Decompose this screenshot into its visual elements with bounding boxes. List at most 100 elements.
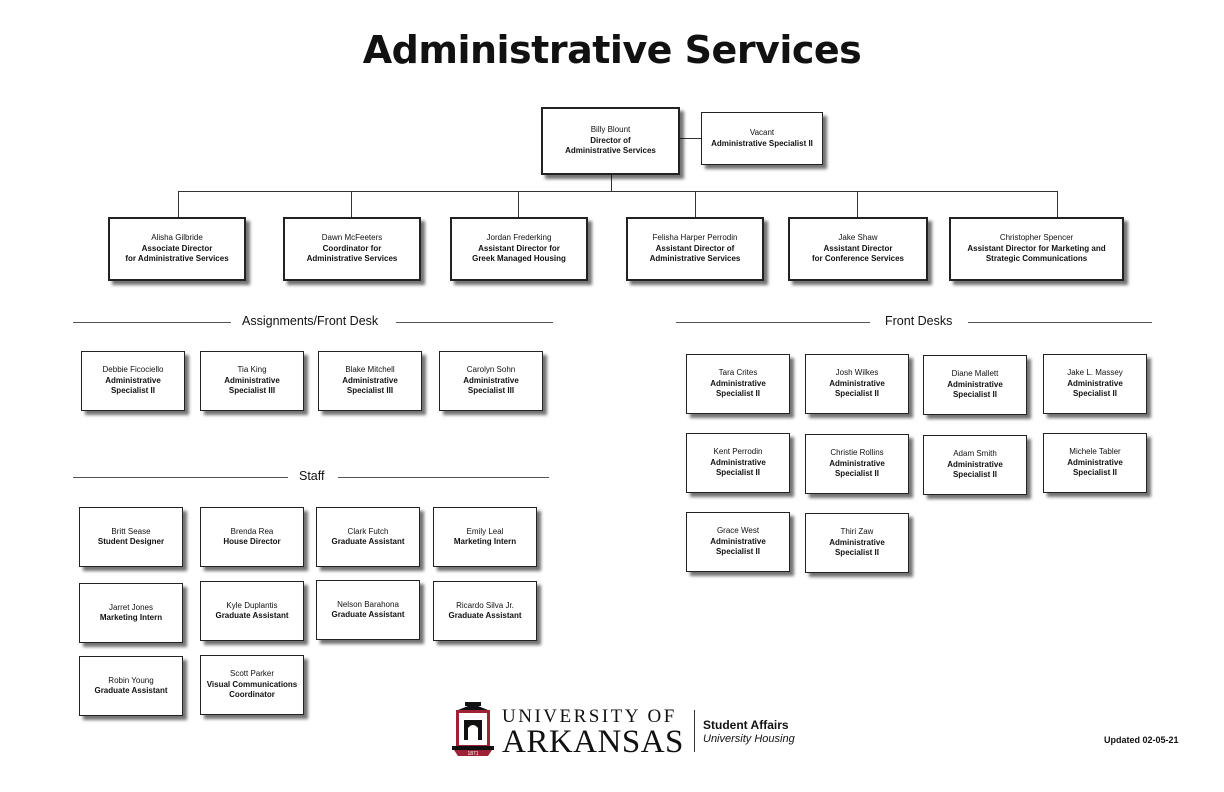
person-name: Diane Mallett <box>951 369 999 379</box>
person-box: Emily Leal Marketing Intern <box>433 507 537 567</box>
person-box: Nelson Barahona Graduate Assistant <box>316 580 420 640</box>
report-box: Felisha Harper Perrodin Assistant Direct… <box>626 217 764 281</box>
person-name: Michele Tabler <box>1069 447 1121 457</box>
section-label: Front Desks <box>885 314 953 328</box>
connector-drop <box>518 191 519 217</box>
person-box: Jarret Jones Marketing Intern <box>79 583 183 643</box>
person-box: Thiri Zaw Administrative Specialist II <box>805 513 909 573</box>
university-line1: UNIVERSITY OF <box>502 706 677 727</box>
person-name: Kyle Duplantis <box>226 600 278 610</box>
connector-drop <box>178 191 179 217</box>
person-box: Diane Mallett Administrative Specialist … <box>923 355 1027 415</box>
department-label: University Housing <box>703 733 795 745</box>
person-name: Vacant <box>749 128 775 137</box>
section-label: Staff <box>299 469 325 483</box>
person-name: Emily Leal <box>466 526 504 536</box>
connector-director-assistant <box>679 138 701 139</box>
person-title: Graduate Assistant <box>94 686 168 695</box>
person-title: Administrative Specialist II <box>105 375 161 396</box>
person-box: Adam Smith Administrative Specialist II <box>923 435 1027 495</box>
person-box: Carolyn Sohn Administrative Specialist I… <box>439 351 543 411</box>
report-box: Jordan Frederking Assistant Director for… <box>450 217 588 281</box>
person-title: Administrative Specialist II <box>1067 378 1123 399</box>
person-title: Graduate Assistant <box>331 610 405 619</box>
person-title: Administrative Specialist II <box>947 459 1003 480</box>
person-box: Britt Sease Student Designer <box>79 507 183 567</box>
report-box: Dawn McFeeters Coordinator for Administr… <box>283 217 421 281</box>
person-name: Britt Sease <box>111 526 151 536</box>
connector-drop <box>857 191 858 217</box>
connector-drop <box>1057 191 1058 217</box>
connector-director-trunk <box>611 174 612 191</box>
report-box: Jake Shaw Assistant Director for Confere… <box>788 217 928 281</box>
person-box: Scott Parker Visual Communications Coord… <box>200 655 304 715</box>
person-box: Josh Wilkes Administrative Specialist II <box>805 354 909 414</box>
person-box: Jake L. Massey Administrative Specialist… <box>1043 354 1147 414</box>
report-box: Christopher Spencer Assistant Director f… <box>949 217 1124 281</box>
person-box: Brenda Rea House Director <box>200 507 304 567</box>
person-title: Administrative Specialist II <box>710 378 766 399</box>
person-name: Tia King <box>237 365 267 375</box>
person-title: Marketing Intern <box>453 537 517 546</box>
person-box: Debbie Ficociello Administrative Special… <box>81 351 185 411</box>
report-box: Alisha Gilbride Associate Director for A… <box>108 217 246 281</box>
person-box: Blake Mitchell Administrative Specialist… <box>318 351 422 411</box>
person-name: Christie Rollins <box>830 448 884 458</box>
person-title: Administrative Specialist III <box>342 375 398 396</box>
person-box: Kyle Duplantis Graduate Assistant <box>200 581 304 641</box>
person-name: Brenda Rea <box>230 526 274 536</box>
person-name: Scott Parker <box>229 669 274 679</box>
person-title: Marketing Intern <box>99 613 163 622</box>
person-name: Kent Perrodin <box>713 447 763 457</box>
seal-year: 1871 <box>467 751 478 757</box>
person-name: Dawn McFeeters <box>321 233 383 243</box>
person-box: Kent Perrodin Administrative Specialist … <box>686 433 790 493</box>
person-name: Jake Shaw <box>838 233 878 243</box>
person-name: Blake Mitchell <box>345 365 395 375</box>
person-title: Associate Director for Administrative Se… <box>125 243 229 264</box>
connector-drop <box>695 191 696 217</box>
section-label: Assignments/Front Desk <box>242 314 379 328</box>
person-name: Billy Blount <box>590 125 631 135</box>
person-name: Adam Smith <box>953 449 997 459</box>
section-header-front-desks: Front Desks <box>676 314 1152 330</box>
person-title: Administrative Specialist III <box>224 375 280 396</box>
person-title: Administrative Specialist III <box>463 375 519 396</box>
director-box: Billy Blount Director of Administrative … <box>541 107 680 175</box>
person-name: Christopher Spencer <box>999 233 1074 243</box>
chart-title: Administrative Services <box>362 28 862 72</box>
person-box: Ricardo Silva Jr. Graduate Assistant <box>433 581 537 641</box>
person-title: Administrative Specialist II <box>710 457 766 478</box>
person-name: Jarret Jones <box>108 602 154 612</box>
person-title: Graduate Assistant <box>448 611 522 620</box>
person-name: Jake L. Massey <box>1067 368 1123 378</box>
person-title: Coordinator for Administrative Services <box>306 243 398 264</box>
person-title: Visual Communications Coordinator <box>206 679 298 700</box>
person-name: Carolyn Sohn <box>466 365 516 375</box>
person-box: Tara Crites Administrative Specialist II <box>686 354 790 414</box>
person-name: Tara Crites <box>718 368 758 378</box>
person-box: Clark Futch Graduate Assistant <box>316 507 420 567</box>
person-box: Michele Tabler Administrative Specialist… <box>1043 433 1147 493</box>
person-title: Administrative Specialist II <box>1067 457 1123 478</box>
person-title: Graduate Assistant <box>331 537 405 546</box>
connector-drop <box>351 191 352 217</box>
assistant-box: Vacant Administrative Specialist II <box>701 112 823 165</box>
person-name: Felisha Harper Perrodin <box>652 233 738 243</box>
person-name: Grace West <box>716 526 760 536</box>
person-box: Robin Young Graduate Assistant <box>79 656 183 716</box>
person-title: Administrative Specialist II <box>947 379 1003 400</box>
person-name: Clark Futch <box>347 526 389 536</box>
person-title: Assistant Director of Administrative Ser… <box>649 243 741 264</box>
university-line2: ARKANSAS <box>502 724 684 760</box>
person-name: Ricardo Silva Jr. <box>456 600 514 610</box>
person-box: Christie Rollins Administrative Speciali… <box>805 434 909 494</box>
connector-horizontal-bus <box>178 191 1058 192</box>
person-title: Assistant Director for Conference Servic… <box>811 243 905 264</box>
person-name: Jordan Frederking <box>486 233 552 243</box>
section-header-staff: Staff <box>73 469 549 485</box>
person-title: Administrative Specialist II <box>829 458 885 479</box>
person-title: House Director <box>223 537 281 546</box>
person-box: Tia King Administrative Specialist III <box>200 351 304 411</box>
person-title: Administrative Specialist II <box>710 536 766 557</box>
